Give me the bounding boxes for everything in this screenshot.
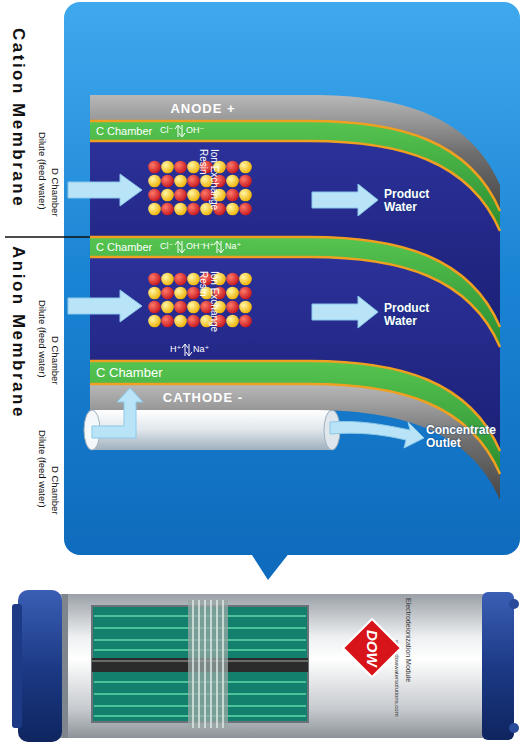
membrane-label: Anion Membrane <box>8 246 28 419</box>
leader-line <box>5 236 92 238</box>
module-cap <box>12 604 22 728</box>
chamber-label: D Chamber <box>50 336 61 385</box>
ion-label: Cl⁻ <box>160 241 173 251</box>
electrode-label: CATHODE - <box>96 384 310 410</box>
flow-label: Product Water <box>384 188 440 214</box>
flow-arrows <box>68 174 424 448</box>
insert-lines <box>193 600 223 728</box>
flow-label: Product Water <box>384 302 440 328</box>
electrode-label: ANODE + <box>96 95 310 121</box>
ion-label: Na⁺ <box>225 241 241 251</box>
concentrate-chamber: C Chamber <box>92 361 310 384</box>
electrode-bar: CATHODE - <box>96 384 310 410</box>
ion-label: Cl⁻ <box>160 125 173 135</box>
module-cap <box>18 590 62 742</box>
chamber-label: D Chamber <box>50 466 61 515</box>
resin-label: Ion Exchange Resin <box>198 149 220 213</box>
concentrate-arrow <box>330 421 424 448</box>
dilute-band <box>90 257 500 451</box>
module-cap <box>482 592 514 740</box>
anion-membrane <box>90 257 500 347</box>
resin-label: Ion Exchange Resin <box>198 271 220 335</box>
membrane-label: Cation Membrane <box>8 28 28 208</box>
insert-line <box>204 600 206 728</box>
feed-arrow <box>68 290 142 322</box>
callout-panel <box>64 2 520 555</box>
logo-text: DOW <box>342 618 402 678</box>
dilute-chamber: Ion Exchange Resin <box>90 141 310 237</box>
chamber-label: C Chamber <box>92 361 310 384</box>
port-fitting <box>509 723 519 733</box>
membrane-lines <box>90 121 500 474</box>
chamber-label: D Chamber <box>50 168 61 217</box>
ion-arrows <box>175 125 224 356</box>
module-ring <box>62 594 68 738</box>
ion-label: Na⁺ <box>193 344 209 354</box>
anion-membrane <box>90 141 500 231</box>
ion-label: H⁺ <box>170 344 181 354</box>
ion-arrow <box>186 344 192 356</box>
port-fitting <box>509 599 519 609</box>
spacer-insert <box>188 600 228 728</box>
insert-line <box>216 600 218 728</box>
insert-line <box>198 600 200 728</box>
feed-label: Dilute (feed water) <box>37 430 48 508</box>
logo-diamond-shape <box>343 619 401 677</box>
ion-label: OH⁻ <box>186 125 204 135</box>
logo-diamond: DOW <box>342 618 402 678</box>
electrode-bar: ANODE + <box>96 95 310 121</box>
ion-label: OH⁻ <box>186 241 204 251</box>
feed-label: Dilute (feed water) <box>37 132 48 210</box>
module-label: Electrodeionization Module <box>405 598 412 682</box>
flow-label: Concentrate Outlet <box>426 424 506 450</box>
ion-arrow <box>218 241 224 253</box>
feed-arrow <box>92 388 143 438</box>
product-arrow <box>312 296 378 328</box>
product-arrow <box>312 184 378 216</box>
ion-arrow <box>179 125 185 137</box>
feed-arrow <box>68 174 142 206</box>
edi-module: Electrodeionization Modulewww.dowwaterso… <box>14 588 515 744</box>
module-body <box>52 594 488 738</box>
dilute-band <box>90 141 500 327</box>
ion-label: H⁺ <box>203 241 214 251</box>
insert-line <box>192 600 194 728</box>
feed-label: Dilute (feed water) <box>37 300 48 378</box>
ion-arrow <box>179 241 185 253</box>
insert-line <box>210 600 212 728</box>
insert-line <box>222 600 224 728</box>
callout-pointer <box>250 552 290 580</box>
